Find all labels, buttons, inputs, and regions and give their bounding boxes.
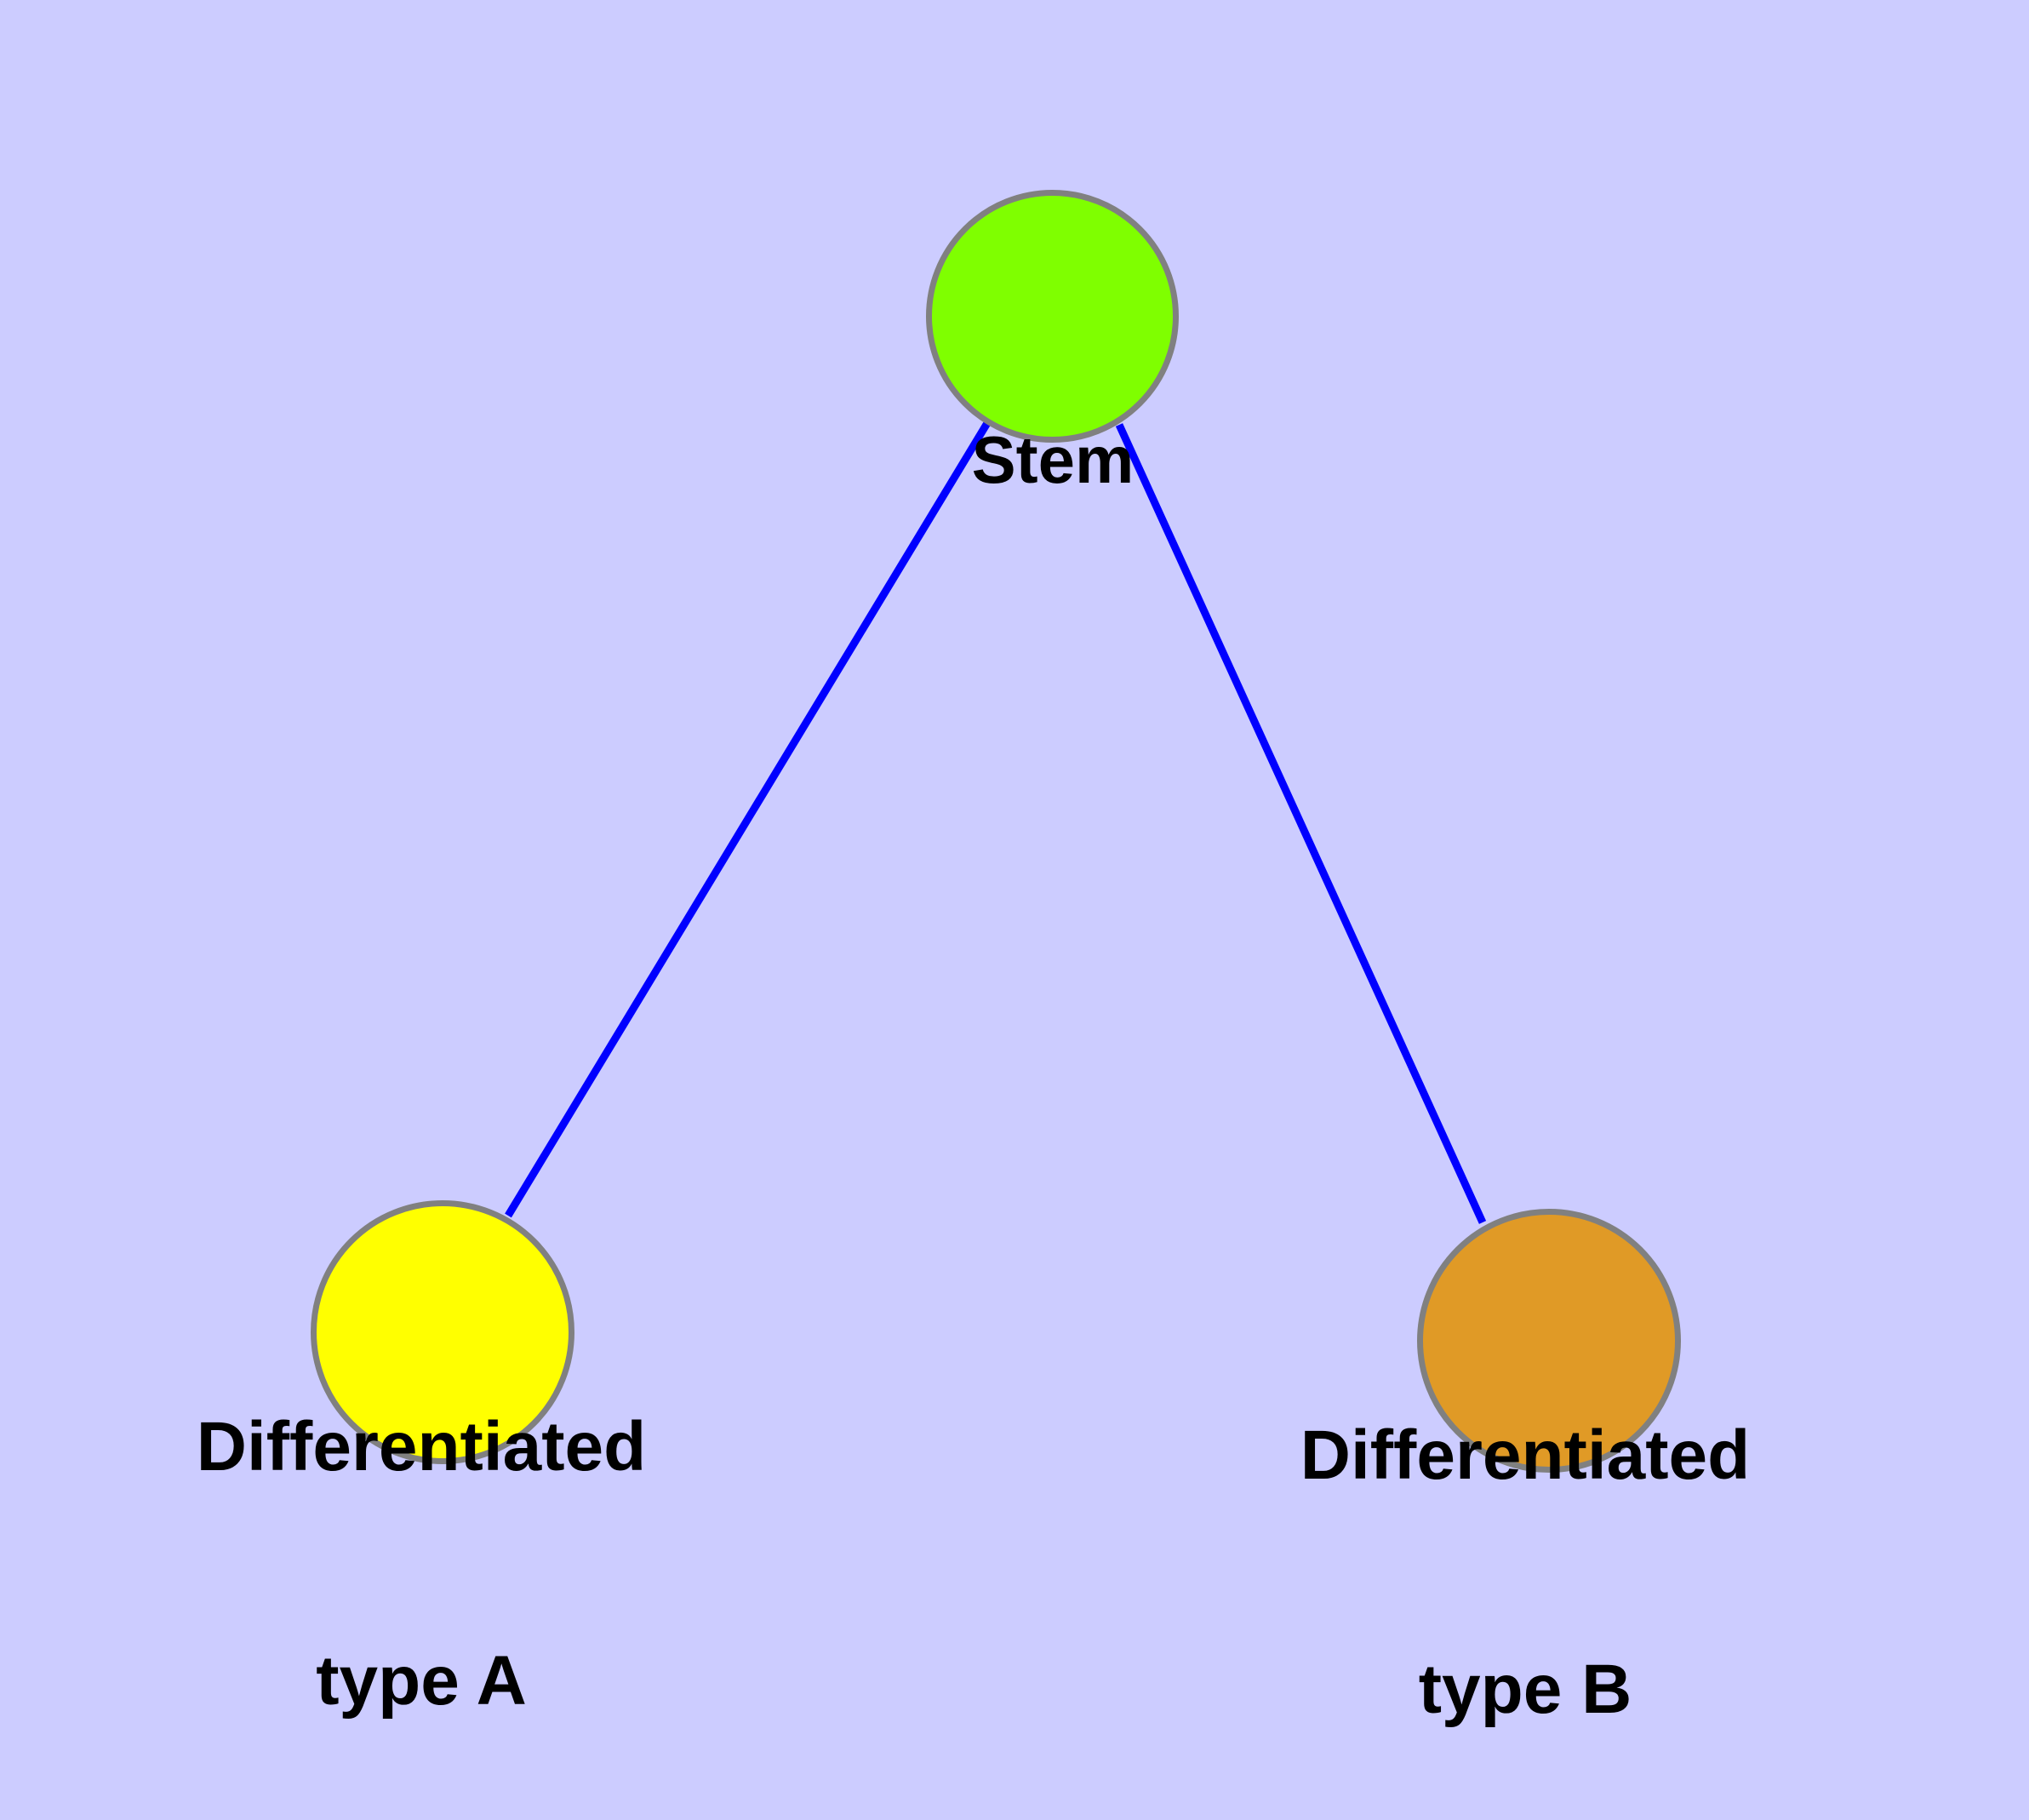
node-differentiated-type-a[interactable] <box>311 1200 574 1464</box>
node-stem[interactable] <box>926 190 1179 443</box>
node-differentiated-type-b[interactable] <box>1417 1209 1681 1473</box>
edge-stem-to-type-b[interactable] <box>1115 423 1487 1224</box>
edge-stem-to-type-a[interactable] <box>505 421 991 1218</box>
